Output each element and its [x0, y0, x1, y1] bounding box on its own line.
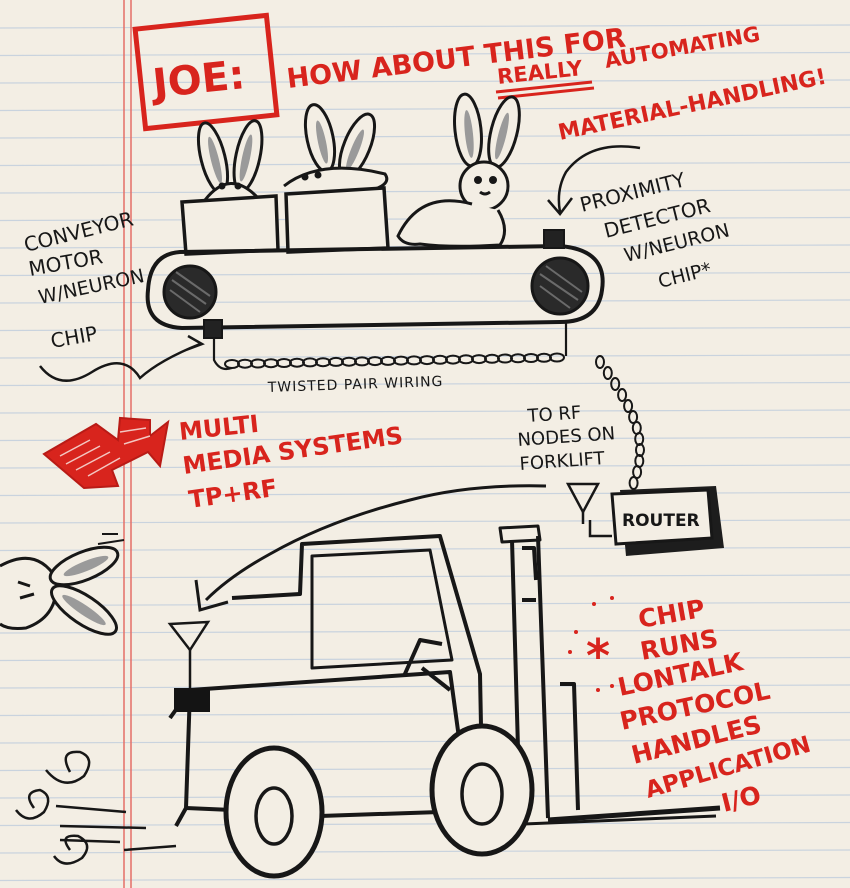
multimedia-arrow-icon [44, 418, 168, 488]
ruled-line [0, 465, 850, 468]
wire-coil [277, 359, 291, 367]
wire-coil [407, 356, 421, 364]
wire-coil [342, 358, 356, 366]
neuron-chip-motor [204, 320, 222, 338]
box-1 [182, 196, 278, 254]
wire-coil [618, 389, 626, 401]
wiring-label: TWISTED PAIR WIRING [267, 374, 444, 396]
footnote-mark: * [586, 629, 610, 683]
router-box: ROUTER [612, 486, 724, 556]
footnote-line-7: I/O [718, 780, 764, 818]
ruled-line [0, 520, 850, 523]
box-2 [286, 188, 388, 252]
rf-label-2: NODES ON [517, 423, 616, 451]
addressee-box: JOE: [135, 15, 277, 128]
wire-coil [329, 358, 343, 366]
ruled-line [0, 823, 850, 826]
rf-label-3: FORKLIFT [519, 448, 606, 475]
ruled-line [0, 878, 850, 881]
wire-coil [611, 378, 619, 390]
wire-coil [303, 358, 317, 366]
forklift-neuron-chip [174, 688, 210, 712]
router-to-antenna-wire [590, 520, 612, 536]
rf-label-1: TO RF [526, 402, 582, 427]
wire-coil [537, 354, 551, 362]
detector-label-4: CHIP* [656, 258, 714, 292]
wire-coil [264, 359, 278, 367]
headline-line-3: MATERIAL-HANDLING! [556, 65, 829, 146]
ruled-line [0, 630, 850, 633]
ruled-line [0, 328, 850, 331]
forklift-wheel-front [432, 726, 532, 854]
exhaust-swirls [16, 752, 176, 864]
motor-label-4: CHIP [49, 321, 99, 353]
router-label: ROUTER [622, 511, 700, 531]
wire-coil [596, 356, 604, 368]
router-antenna-icon [568, 484, 598, 524]
ruled-line [0, 190, 850, 193]
ruled-line [0, 603, 850, 606]
callout-line-1: MULTI [178, 410, 260, 446]
wire-coil [238, 360, 252, 368]
bunny-1 [193, 118, 268, 200]
ruled-line [0, 300, 850, 303]
wire-coil [550, 354, 564, 362]
ruled-line [0, 575, 850, 578]
wire-coil [524, 354, 538, 362]
ruled-line [0, 135, 850, 138]
conveyor-roller-left [164, 266, 216, 318]
wire-coil [225, 360, 239, 368]
twisted-pair-wire [214, 338, 232, 369]
wire-coil [251, 360, 265, 368]
wire-coil [290, 359, 304, 367]
wire-coil [511, 354, 525, 362]
headline-line-2: AUTOMATING [603, 22, 762, 73]
wire-coil [420, 356, 434, 364]
wire-coil [394, 357, 408, 365]
wire-coil [604, 367, 612, 379]
ruled-line [0, 80, 850, 83]
ruled-line [0, 163, 850, 166]
wire-coil [381, 357, 395, 365]
bunny-2 [284, 102, 387, 190]
wire-coil [355, 357, 369, 365]
conveyor-roller-right [532, 258, 588, 314]
ruled-line [0, 410, 850, 413]
wire-coil [368, 357, 382, 365]
addressee-text: JOE: [148, 52, 248, 108]
wire-coil [630, 477, 638, 489]
bunny-3 [398, 93, 525, 246]
callout-line-3: TP+RF [187, 474, 279, 514]
wire-coil [316, 358, 330, 366]
neuron-chip-detector [544, 230, 564, 248]
forklift-wheel-rear [226, 748, 322, 876]
